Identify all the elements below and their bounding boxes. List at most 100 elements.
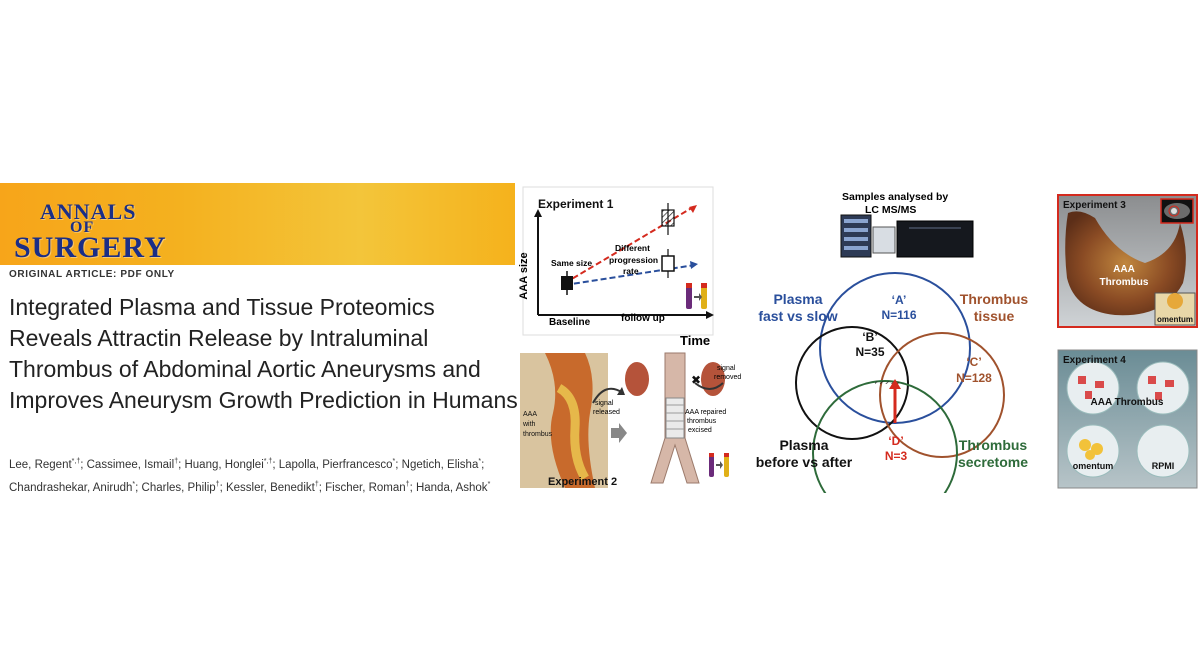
exp4-omentum-label: omentum bbox=[1073, 461, 1114, 471]
follow-up-label: follow up bbox=[621, 313, 665, 324]
signal-label: signal bbox=[595, 400, 614, 407]
well-1 bbox=[1066, 361, 1120, 415]
exp3-aaa-label: AAA bbox=[1113, 264, 1135, 275]
well-4 bbox=[1136, 424, 1190, 478]
experiment-3-panel: Experiment 3 AAA Thrombus omentum bbox=[1057, 194, 1198, 328]
author-name: Lee, Regent bbox=[9, 458, 72, 471]
thrombus-secretome-label-2: secretome bbox=[958, 454, 1028, 470]
released-label: released bbox=[593, 409, 620, 416]
venn-circle-thrombus-tissue bbox=[879, 332, 1005, 458]
author-name: Lapolla, Pierfrancesco bbox=[278, 458, 393, 471]
article-title: Integrated Plasma and Tissue Proteomics … bbox=[9, 294, 518, 413]
venn-D-count: N=3 bbox=[885, 449, 908, 463]
venn-B-count: N=35 bbox=[855, 345, 884, 359]
author-affiliation-mark: † bbox=[405, 480, 410, 488]
aaa-label: AAA bbox=[523, 411, 537, 418]
proteomics-venn-panel: Samples analysed by LC MS/MS Plasma fast… bbox=[756, 191, 1029, 526]
repaired-label-3: excised bbox=[688, 427, 712, 434]
author-name: Huang, Honglei bbox=[184, 458, 264, 471]
author-affiliation-mark: * bbox=[478, 458, 482, 465]
plasma-before-after-label-1: Plasma bbox=[779, 437, 828, 453]
author-list: Lee, Regent*,†; Cassimee, Ismail†; Huang… bbox=[9, 458, 491, 494]
graphical-abstract: Experiment 1 AAA size Time Same size Dif… bbox=[515, 183, 1200, 526]
author-affiliation-mark: † bbox=[215, 480, 220, 488]
repaired-label-1: AAA repaired bbox=[685, 409, 726, 416]
lcms-label: LC MS/MS bbox=[865, 204, 916, 216]
thrombus-secretome-label-1: Thrombus bbox=[959, 437, 1028, 453]
different-label: Different bbox=[615, 243, 650, 253]
author-name: Fischer, Roman bbox=[325, 481, 406, 494]
author-affiliation-mark: *,† bbox=[263, 458, 273, 465]
same-size-label: Same size bbox=[551, 258, 592, 268]
author-name: Chandrashekar, Anirudh bbox=[9, 481, 133, 494]
journal-logo-line3: SURGERY bbox=[14, 231, 167, 264]
venn-D-label: ‘D’ bbox=[888, 434, 903, 448]
exp1-y-label: AAA size bbox=[518, 252, 530, 299]
author-affiliation-mark: † bbox=[174, 458, 179, 465]
venn-circle-plasma-before-after bbox=[795, 326, 909, 440]
thrombus-label: thrombus bbox=[523, 431, 553, 438]
experiment-3-label: Experiment 3 bbox=[1063, 200, 1126, 211]
author-affiliation-mark: * bbox=[132, 480, 136, 488]
experiment-2-panel: AAA with thrombus Experiment 2 signal re… bbox=[520, 352, 741, 488]
journal-logo-line1: ANNALS bbox=[40, 199, 137, 224]
author-name: Charles, Philip bbox=[141, 481, 216, 494]
fast-growth-line bbox=[564, 205, 696, 284]
mass-spectrometer-icon bbox=[840, 214, 974, 258]
venn-C-count: N=128 bbox=[956, 371, 992, 385]
article-type: ORIGINAL ARTICLE: PDF ONLY bbox=[9, 269, 175, 280]
fast-followup-boxplot bbox=[661, 209, 675, 227]
exp3-omentum-label: omentum bbox=[1157, 315, 1193, 324]
with-label: with bbox=[522, 421, 536, 428]
exp4-thrombus-label: AAA Thrombus bbox=[1091, 397, 1164, 408]
signal2-label: signal bbox=[717, 365, 736, 372]
blood-tubes-icon bbox=[686, 283, 707, 309]
experiment-2-label: Experiment 2 bbox=[548, 476, 617, 488]
aneurysm-illustration bbox=[545, 353, 595, 488]
venn-C-label: ‘C’ bbox=[966, 355, 981, 369]
venn-A-count: N=116 bbox=[881, 308, 916, 322]
baseline-boxplot bbox=[561, 276, 573, 290]
plasma-fast-label-1: Plasma bbox=[773, 291, 822, 307]
rate-label: rate bbox=[623, 266, 639, 276]
thrombus-tissue-image bbox=[1065, 211, 1186, 316]
transition-arrow-icon bbox=[611, 423, 627, 443]
progression-label: progression bbox=[609, 255, 658, 265]
thrombus-tissue-label-1: Thrombus bbox=[960, 291, 1029, 307]
author-affiliation-mark: *,† bbox=[71, 458, 81, 465]
baseline-label: Baseline bbox=[549, 317, 591, 328]
removed-x-icon: ✖ bbox=[691, 373, 701, 387]
thrombus-tissue-label-2: tissue bbox=[974, 308, 1015, 324]
author-affiliation-mark: * bbox=[487, 480, 491, 488]
author-name: Handa, Ashok bbox=[415, 481, 488, 494]
repaired-label-2: thrombus bbox=[687, 418, 717, 425]
kidney-right-icon bbox=[701, 362, 725, 396]
experiment-4-panel: Experiment 4 AAA Thrombus omentum RPMI bbox=[1057, 349, 1198, 489]
kidney-left-icon bbox=[625, 362, 649, 396]
exp1-x-label: Time bbox=[680, 333, 710, 348]
venn-A-label: ‘A’ bbox=[892, 293, 907, 307]
plasma-before-after-label-2: before vs after bbox=[756, 454, 853, 470]
journal-logo-line2: OF bbox=[70, 219, 95, 236]
plasma-fast-label-2: fast vs slow bbox=[758, 308, 837, 324]
removed-label: removed bbox=[714, 374, 741, 381]
blood-tubes-2-icon bbox=[709, 453, 729, 477]
omentum-inset: omentum bbox=[1154, 292, 1196, 326]
author-affiliation-mark: * bbox=[392, 458, 396, 465]
experiment-1-label: Experiment 1 bbox=[538, 197, 614, 211]
samples-label: Samples analysed by bbox=[842, 191, 948, 203]
venn-B-label: ‘B’ bbox=[862, 330, 877, 344]
author-name: Kessler, Benedikt bbox=[225, 481, 315, 494]
slow-followup-boxplot bbox=[661, 255, 675, 272]
ct-scan-inset bbox=[1160, 198, 1194, 224]
author-name: Ngetich, Elisha bbox=[401, 458, 479, 471]
exp3-thrombus-label: Thrombus bbox=[1100, 277, 1149, 288]
exp4-rpmi-label: RPMI bbox=[1152, 461, 1175, 471]
author-affiliation-mark: † bbox=[314, 480, 319, 488]
experiment-4-label: Experiment 4 bbox=[1063, 355, 1126, 366]
journal-banner: ANNALS OF SURGERY bbox=[0, 183, 515, 265]
well-2 bbox=[1136, 361, 1190, 415]
author-name: Cassimee, Ismail bbox=[86, 458, 175, 471]
experiment-1-panel: Experiment 1 AAA size Time Same size Dif… bbox=[518, 186, 714, 348]
stent-graft bbox=[665, 397, 685, 439]
